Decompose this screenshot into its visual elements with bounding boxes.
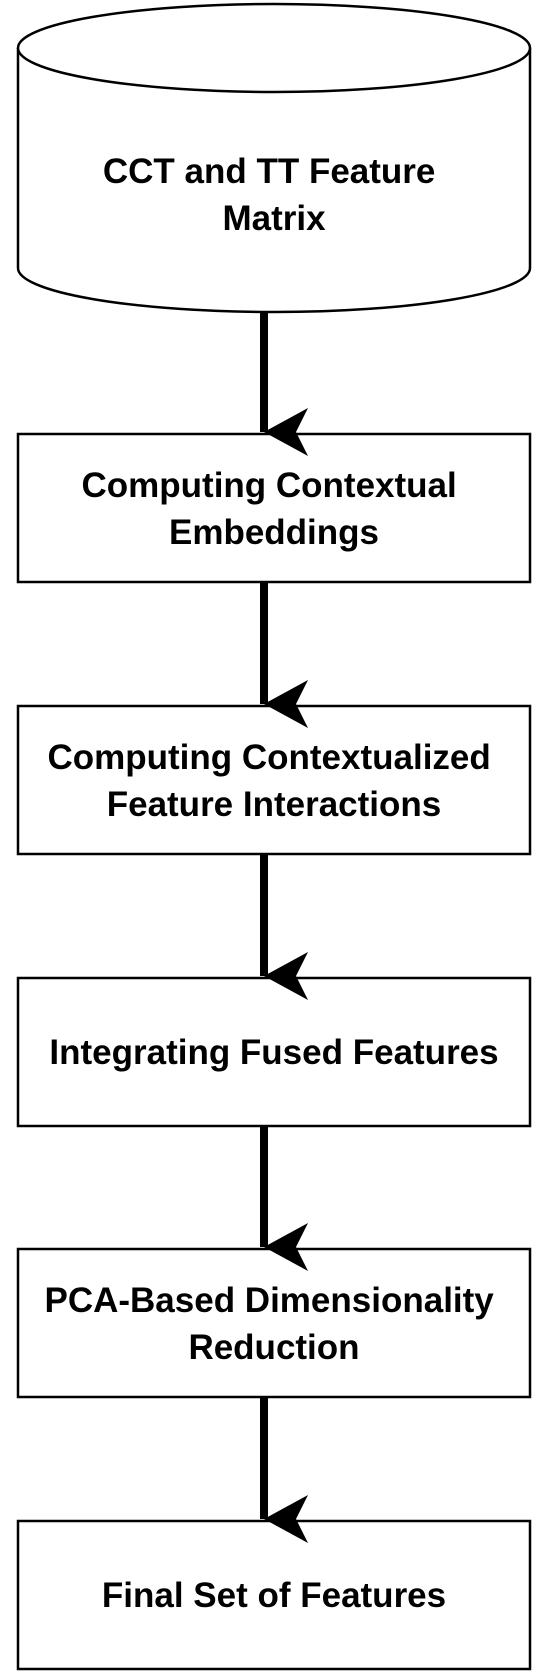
node-label-line: Computing Contextual — [82, 466, 457, 505]
node-cct-tt-feature-matrix: CCT and TT Feature Matrix — [16, 2, 532, 314]
node-final-set-of-features: Final Set of Features — [16, 1519, 532, 1671]
node-label-line: Matrix — [222, 199, 326, 238]
node-integrating-fused-features: Integrating Fused Features — [16, 976, 532, 1128]
node-label-line: Computing Contextualized — [47, 738, 490, 777]
node-label-line: CCT and TT Feature — [103, 152, 436, 191]
node-label: PCA-Based Dimensionality Reduction — [44, 1281, 503, 1367]
cylinder-body — [16, 48, 532, 314]
node-label: CCT and TT Feature Matrix — [103, 152, 445, 238]
node-label-line: Final Set of Features — [102, 1576, 446, 1615]
node-label-line: PCA-Based Dimensionality — [44, 1281, 494, 1320]
node-label: Final Set of Features — [102, 1576, 446, 1615]
node-label-line: Feature Interactions — [107, 785, 442, 824]
cylinder-top — [16, 2, 532, 94]
node-computing-contextual-embeddings: Computing Contextual Embeddings — [16, 432, 532, 584]
node-box — [16, 704, 532, 856]
node-computing-contextualized-feature-interactions: Computing Contextualized Feature Interac… — [16, 704, 532, 856]
node-box — [16, 1519, 532, 1671]
node-label-line: Integrating Fused Features — [49, 1033, 498, 1072]
node-label-line: Embeddings — [169, 513, 379, 552]
node-label-line: Reduction — [188, 1328, 359, 1367]
node-label: Integrating Fused Features — [49, 1033, 498, 1072]
node-box — [16, 432, 532, 584]
node-label: Computing Contextualized Feature Interac… — [47, 738, 500, 824]
node-pca-based-dimensionality-reduction: PCA-Based Dimensionality Reduction — [16, 1247, 532, 1399]
node-box — [16, 1247, 532, 1399]
node-label: Computing Contextual Embeddings — [82, 466, 467, 552]
